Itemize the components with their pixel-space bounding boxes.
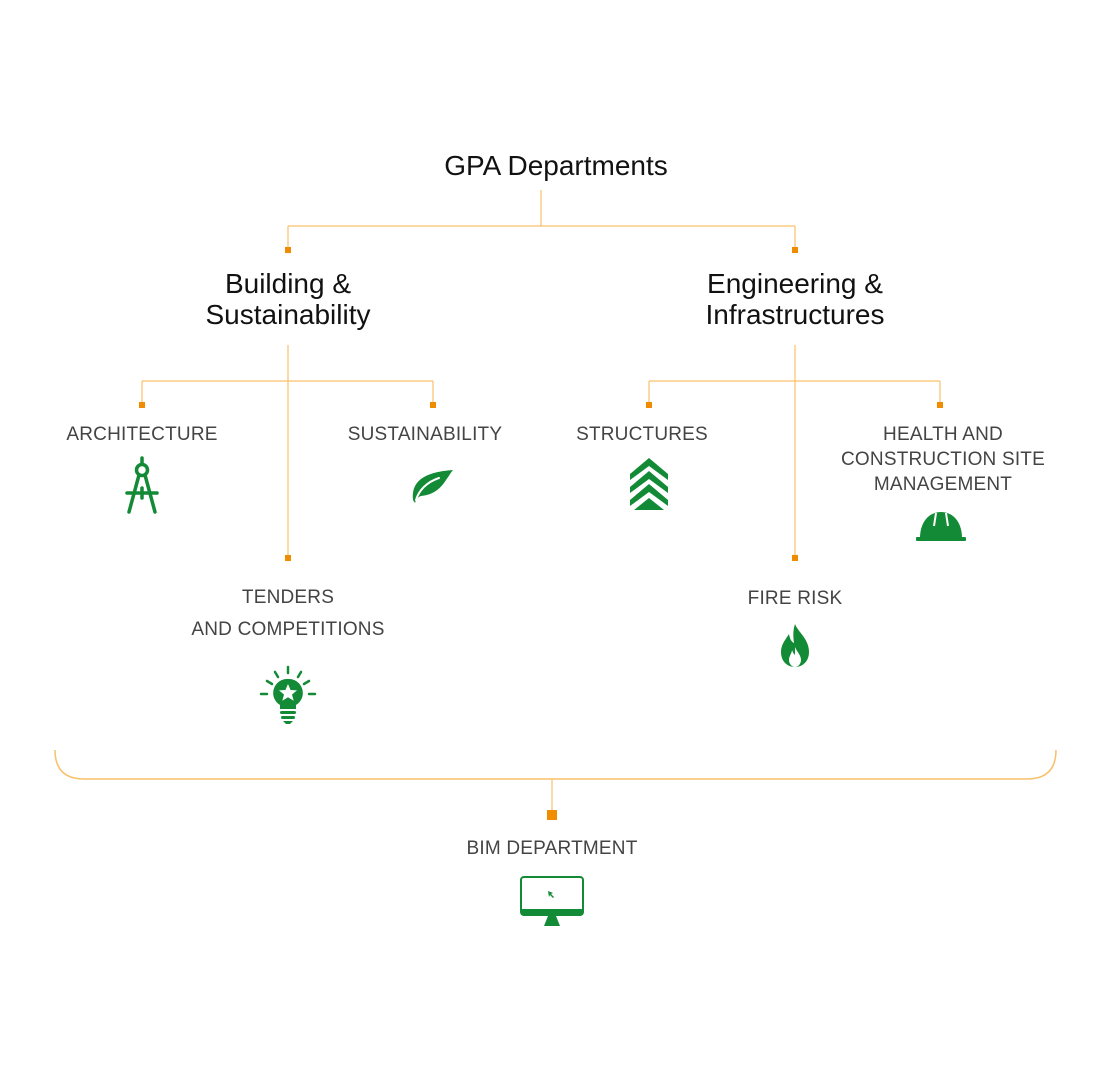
group-building-sustainability: Building & Sustainability bbox=[206, 268, 371, 330]
node-fire bbox=[792, 555, 798, 561]
connector-building bbox=[141, 345, 434, 556]
chevrons-up-icon bbox=[630, 458, 668, 510]
connector-engineering bbox=[648, 345, 941, 556]
leaf-icon bbox=[412, 470, 453, 503]
dept-tenders-line1: TENDERS bbox=[241, 587, 335, 608]
node-tenders bbox=[285, 555, 291, 561]
node-sustainability bbox=[430, 402, 436, 408]
node-engineering bbox=[792, 247, 798, 253]
page-title: GPA Departments bbox=[444, 150, 668, 181]
bim-department-label: BIM DEPARTMENT bbox=[466, 838, 638, 859]
node-health bbox=[937, 402, 943, 408]
dept-health-line2: CONSTRUCTION SITE bbox=[841, 449, 1045, 470]
flame-icon bbox=[781, 624, 809, 667]
group-engineering-infrastructures: Engineering & Infrastructures bbox=[706, 268, 885, 330]
dept-architecture-label: ARCHITECTURE bbox=[66, 424, 218, 445]
group-label-line2: Infrastructures bbox=[705, 299, 885, 330]
dept-health-line1: HEALTH AND bbox=[883, 424, 1003, 445]
dept-fire-label: FIRE RISK bbox=[747, 588, 843, 609]
dept-tenders-label: TENDERS AND COMPETITIONS bbox=[191, 582, 384, 646]
dept-health-label: HEALTH AND CONSTRUCTION SITE MANAGEMENT bbox=[841, 422, 1045, 497]
node-bim bbox=[547, 810, 557, 820]
connector-title bbox=[287, 190, 796, 248]
node-structures bbox=[646, 402, 652, 408]
node-architecture bbox=[139, 402, 145, 408]
dept-tenders-line2: AND COMPETITIONS bbox=[191, 619, 385, 640]
group-label-line2: Sustainability bbox=[205, 299, 371, 330]
dept-structures-label: STRUCTURES bbox=[576, 424, 708, 445]
monitor-cursor-icon bbox=[520, 876, 584, 926]
node-building bbox=[285, 247, 291, 253]
dept-sustainability-label: SUSTAINABILITY bbox=[347, 424, 503, 445]
compass-icon bbox=[125, 456, 159, 514]
lightbulb-star-icon bbox=[259, 665, 317, 724]
group-label-line1: Engineering & bbox=[707, 268, 883, 299]
group-label-line1: Building & bbox=[224, 268, 352, 299]
dept-health-line3: MANAGEMENT bbox=[873, 474, 1013, 495]
connector-bim-bracket bbox=[54, 749, 1057, 780]
hard-hat-icon bbox=[916, 512, 966, 541]
